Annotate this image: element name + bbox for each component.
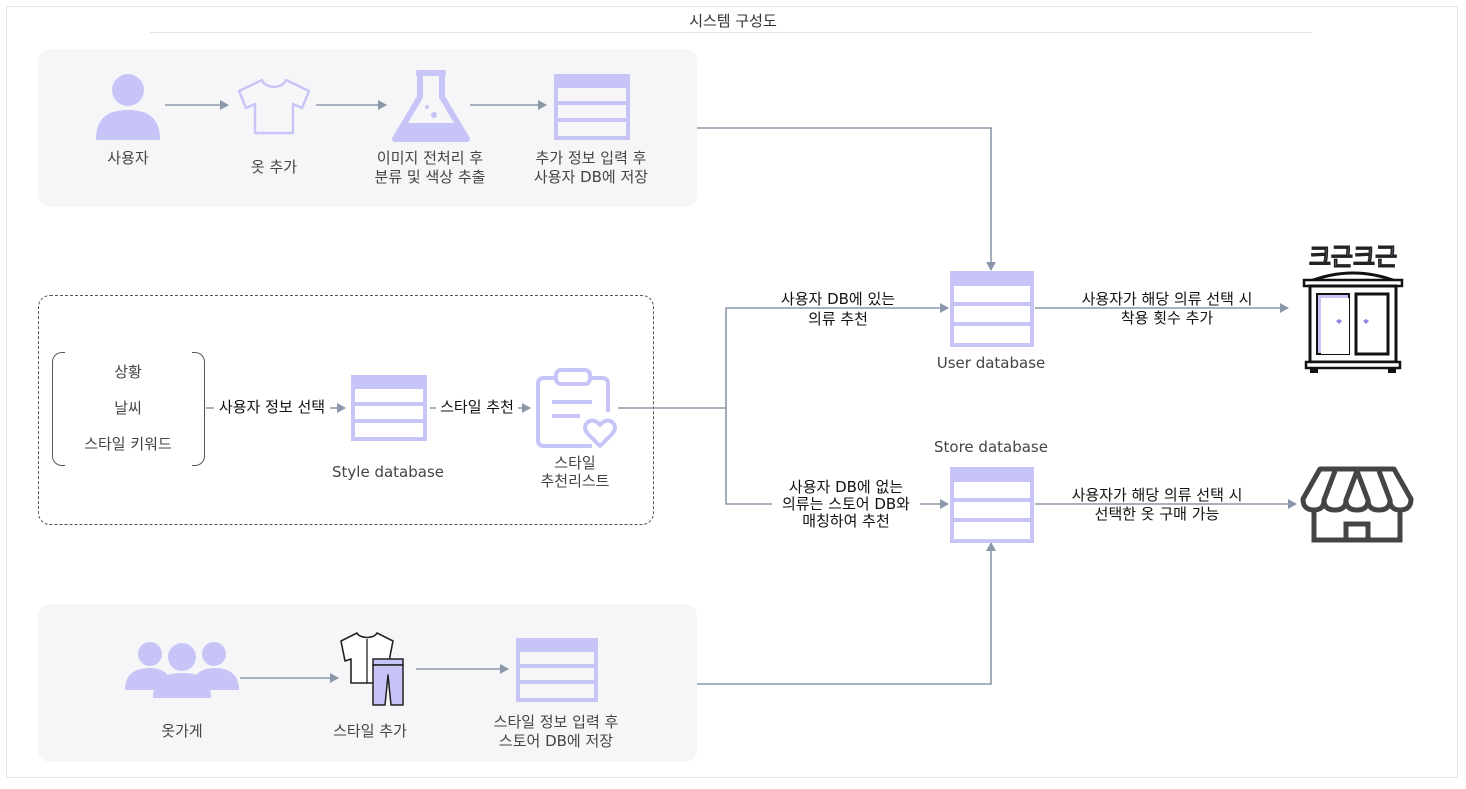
add-style-label: 스타일 추가 bbox=[333, 722, 407, 740]
branch-not-in-db-line3: 매칭하여 추천 bbox=[772, 513, 920, 529]
database-icon-style bbox=[351, 375, 427, 441]
title-divider bbox=[150, 32, 1312, 33]
user-select-label-line1: 사용자가 해당 의류 선택 시 bbox=[1072, 291, 1262, 307]
add-clothes-label: 옷 추가 bbox=[250, 158, 298, 176]
user-select-label-line2: 착용 횟수 추가 bbox=[1072, 310, 1262, 326]
rec-list-label-line2: 추천리스트 bbox=[540, 472, 610, 490]
preprocess-label-line1: 이미지 전처리 후 bbox=[376, 149, 484, 167]
branch-in-user-db-line1: 사용자 DB에 있는 bbox=[770, 291, 906, 307]
store-select-label-line1: 사용자가 해당 의류 선택 시 bbox=[1062, 487, 1252, 503]
store-icon bbox=[1300, 466, 1414, 543]
context-bracket-left bbox=[52, 352, 65, 466]
wardrobe-icon: 크근크근 bbox=[1302, 243, 1404, 373]
tshirt-icon bbox=[237, 78, 311, 135]
recommend-label: 스타일 추천 bbox=[436, 399, 518, 415]
save-user-label-line1: 추가 정보 입력 후 bbox=[535, 149, 647, 167]
context-item-weather: 날씨 bbox=[114, 399, 142, 417]
shop-label: 옷가게 bbox=[161, 722, 203, 740]
database-icon-store-save bbox=[516, 638, 598, 702]
save-user-label-line2: 사용자 DB에 저장 bbox=[533, 168, 649, 186]
outfit-icon bbox=[340, 632, 404, 706]
context-item-style-keyword: 스타일 키워드 bbox=[84, 435, 172, 453]
style-db-label: Style database bbox=[332, 463, 444, 481]
store-select-label-line2: 선택한 옷 구매 가능 bbox=[1062, 506, 1252, 522]
flask-icon bbox=[392, 70, 470, 142]
database-icon-user-save bbox=[554, 74, 630, 140]
diagram-frame bbox=[6, 6, 1458, 778]
style-flow-panel bbox=[38, 295, 654, 525]
clipboard-heart-icon bbox=[536, 368, 617, 448]
branch-not-in-db-line1: 사용자 DB에 없는 bbox=[772, 479, 920, 495]
save-store-label-line1: 스타일 정보 입력 후 bbox=[493, 713, 619, 731]
rec-list-label-line1: 스타일 bbox=[554, 454, 596, 472]
select-info-label: 사용자 정보 선택 bbox=[214, 399, 330, 415]
arrow-branch-to-userdb bbox=[725, 303, 949, 408]
save-store-label-line2: 스토어 DB에 저장 bbox=[498, 732, 614, 750]
arrow-storeflow-to-storedb bbox=[697, 542, 996, 685]
database-icon-user bbox=[950, 271, 1034, 347]
people-group-icon bbox=[125, 642, 239, 698]
store-db-label: Store database bbox=[934, 438, 1048, 456]
wardrobe-logo-text: 크근크근 bbox=[1309, 243, 1397, 271]
user-icon bbox=[96, 74, 160, 140]
context-bracket-right bbox=[192, 352, 205, 466]
user-db-label: User database bbox=[936, 354, 1046, 372]
diagram-title: 시스템 구성도 bbox=[689, 12, 777, 30]
branch-in-user-db-line2: 의류 추천 bbox=[770, 311, 906, 327]
database-icon-store bbox=[950, 467, 1034, 543]
arrow-userflow-to-userdb bbox=[697, 127, 996, 271]
preprocess-label-line2: 분류 및 색상 추출 bbox=[374, 168, 486, 186]
user-label: 사용자 bbox=[107, 149, 149, 167]
context-item-situation: 상황 bbox=[114, 363, 142, 381]
branch-not-in-db-line2: 의류는 스토어 DB와 bbox=[772, 496, 920, 512]
